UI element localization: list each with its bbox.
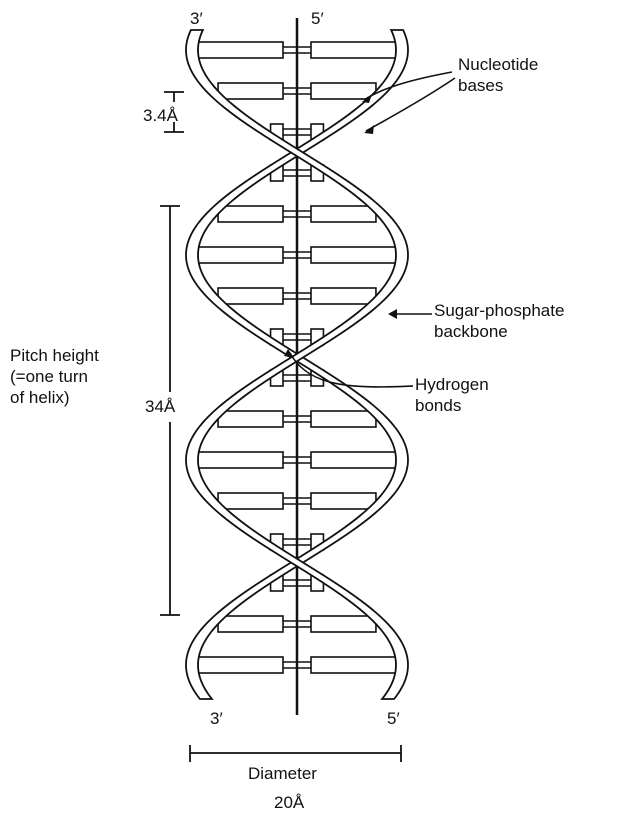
nucleotide-base: [218, 411, 283, 427]
nucleotide-base: [311, 206, 376, 222]
nucleotide-base: [218, 616, 283, 632]
nucleotide-base: [218, 206, 283, 222]
nucleotide-base: [311, 247, 396, 263]
diameter-bracket: [190, 745, 401, 762]
nucleotide-bases-label: Nucleotide bases: [458, 54, 538, 96]
base-spacing-value: 3.4Å: [143, 105, 178, 126]
nucleotide-base: [218, 493, 283, 509]
nucleotide-base: [218, 288, 283, 304]
nucleotide-base: [311, 42, 396, 58]
diameter-value: 20Å: [274, 792, 304, 813]
strand-end-top-right: 5′: [311, 8, 324, 29]
hydrogen-bonds-label: Hydrogen bonds: [415, 374, 489, 416]
nucleotide-base: [198, 657, 283, 673]
diameter-label: Diameter: [248, 763, 317, 784]
nucleotide-base: [311, 452, 396, 468]
strand-end-bottom-left: 3′: [210, 708, 223, 729]
nucleotide-base: [218, 83, 283, 99]
nucleotide-base: [198, 42, 283, 58]
nucleotide-base: [198, 247, 283, 263]
hydrogen-bonds-leader: [290, 353, 413, 387]
nucleotide-base: [311, 83, 376, 99]
nucleotide-base: [311, 493, 376, 509]
pitch-height-label: Pitch height (=one turn of helix): [10, 345, 99, 408]
nucleotide-base: [311, 657, 396, 673]
strand-end-top-left: 3′: [190, 8, 203, 29]
nucleotide-base: [311, 411, 376, 427]
leader-arrowheads: [284, 94, 397, 358]
sugar-phosphate-backbone-label: Sugar-phosphate backbone: [434, 300, 564, 342]
nucleotide-base: [311, 616, 376, 632]
pitch-value: 34Å: [145, 396, 175, 417]
nucleotide-base: [198, 452, 283, 468]
nucleotide-base: [311, 288, 376, 304]
strand-end-bottom-right: 5′: [387, 708, 400, 729]
